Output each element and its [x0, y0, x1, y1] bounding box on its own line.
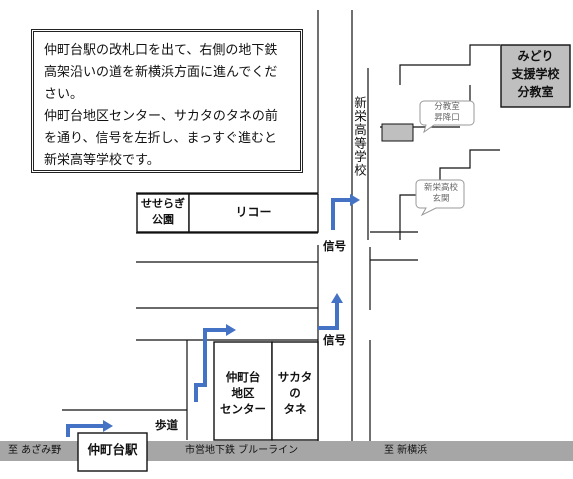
rail-left-destination: 至 あざみ野	[8, 445, 62, 456]
route-arrow	[66, 424, 103, 437]
sakata-block	[271, 341, 319, 441]
school-outline	[399, 149, 500, 240]
midori-label: みどり 支援学校 分教室	[511, 49, 560, 99]
ricoh-block	[188, 193, 319, 233]
community-center-label: 仲町台 地区 センター	[220, 370, 266, 416]
school-outline	[399, 44, 500, 85]
school-label: 新栄高等学校	[352, 96, 367, 177]
signal-label-upper: 信号	[323, 239, 346, 253]
center-block	[213, 341, 273, 441]
directions-line: 仲町台地区センター、サカタのタネの前	[44, 109, 278, 124]
directions-box: 仲町台駅の改札口を出て、右側の地下鉄 高架沿いの道を新横浜方面に進んでくだ さい…	[31, 29, 303, 173]
route-arrow	[331, 198, 350, 230]
sidewalk-label: 歩道	[155, 418, 178, 432]
station-block	[77, 432, 148, 472]
school-entrance-callout: 新栄高校 玄関	[423, 183, 458, 204]
station-label: 仲町台駅	[87, 442, 138, 457]
callout-branch	[419, 100, 475, 134]
directions-line: を通り、信号を左折し、まっすぐ進むと	[44, 131, 277, 146]
rail-right-destination: 至 新横浜	[384, 445, 428, 456]
sakata-label: サカタ の タネ	[277, 370, 313, 416]
directions-line: 高架沿いの道を新横浜方面に進んでくだ	[44, 65, 278, 80]
callout-gate	[415, 179, 465, 217]
route-arrow-head	[103, 420, 113, 432]
park-label: せせらぎ 公園	[141, 197, 185, 226]
rail-line-name: 市営地下鉄 ブルーライン	[185, 445, 299, 456]
route-arrow-head	[226, 324, 236, 336]
branch-entrance-callout: 分教室 昇降口	[434, 102, 460, 123]
directions-line: 新栄高等学校です。	[44, 153, 160, 168]
directions-line: さい。	[44, 87, 84, 102]
route-arrow-head	[350, 194, 360, 206]
route-arrow-head	[331, 293, 343, 303]
midori-block	[500, 44, 571, 108]
ricoh-label: リコー	[235, 205, 272, 219]
route-arrow	[194, 328, 226, 402]
directions-line: 仲町台駅の改札口を出て、右側の地下鉄	[44, 43, 278, 58]
route-arrow	[318, 303, 339, 330]
signal-label-lower: 信号	[323, 333, 346, 347]
park-block	[136, 193, 190, 233]
branch-entrance-block	[381, 123, 414, 142]
